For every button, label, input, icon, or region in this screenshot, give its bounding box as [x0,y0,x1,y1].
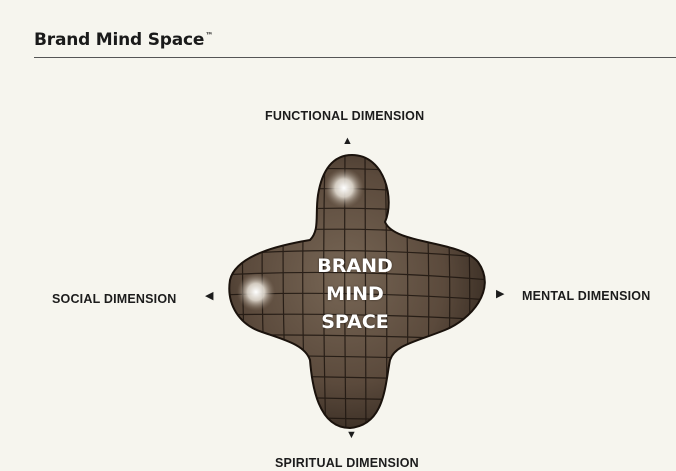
title-divider [34,57,676,58]
center-line-brand: BRAND [317,255,393,277]
center-line-mind: MIND [326,283,384,305]
arrow-up-icon: ▲ [342,135,353,147]
spiritual-dimension-label: SPIRITUAL DIMENSION [275,456,419,470]
arrow-down-icon: ▼ [346,429,357,441]
functional-dimension-label: FUNCTIONAL DIMENSION [265,109,425,123]
center-line-space: SPACE [321,311,389,333]
mental-dimension-label: MENTAL DIMENSION [522,289,651,303]
arrow-right-icon: ▶ [496,288,505,300]
trademark-symbol: ™ [205,31,214,41]
arrow-left-icon: ◀ [205,290,214,302]
social-dimension-label: SOCIAL DIMENSION [52,292,177,306]
highlight-left [237,273,275,311]
page-title: Brand Mind Space™ [34,30,213,50]
center-label: BRAND MIND SPACE [300,252,410,336]
blob-body [228,153,486,430]
title-text: Brand Mind Space [34,30,205,50]
highlight-top [324,168,364,208]
